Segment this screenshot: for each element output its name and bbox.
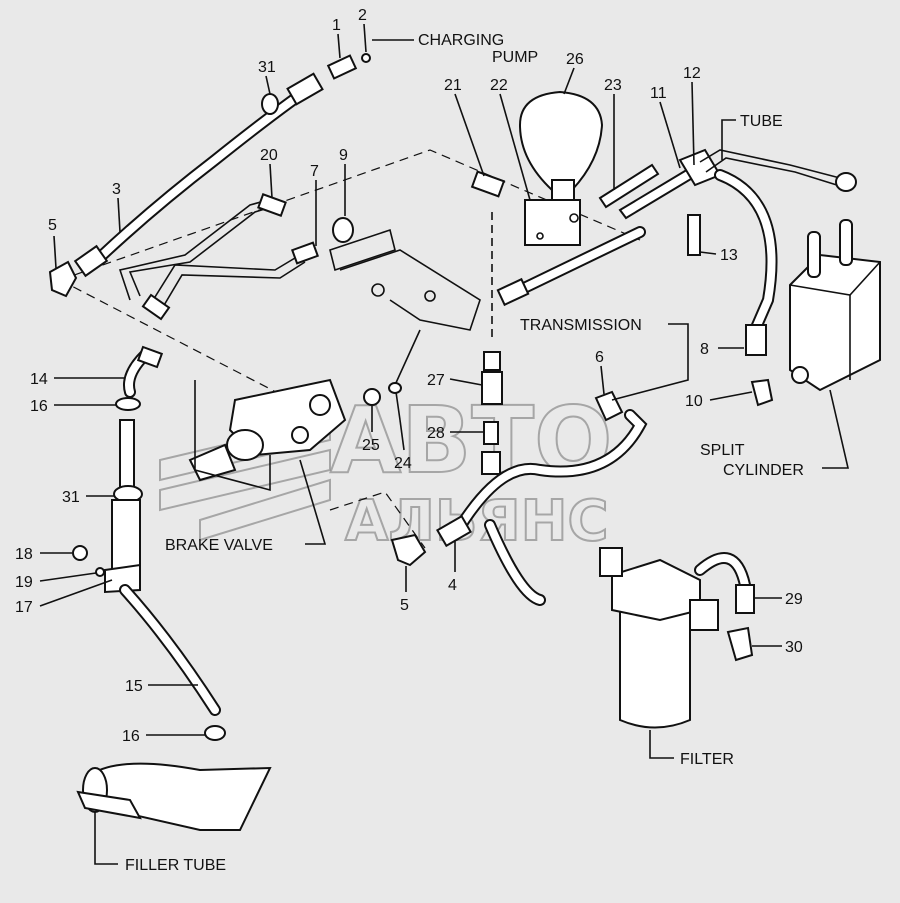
callout-15: 15 [125, 678, 143, 695]
clamp-31-top [261, 93, 279, 115]
callout-7: 7 [310, 163, 319, 180]
callout-17: 17 [15, 599, 33, 616]
callout-29: 29 [785, 591, 803, 608]
label-split: SPLIT [700, 442, 745, 459]
callout-8: 8 [700, 341, 709, 358]
callouts: 1 2 3 4 5 5 6 7 8 9 10 11 12 13 14 15 16 [15, 7, 803, 745]
callout-13: 13 [720, 247, 738, 264]
callout-22: 22 [490, 77, 508, 94]
filler-assembly [72, 345, 272, 831]
label-transmission: TRANSMISSION [520, 317, 642, 334]
callout-2: 2 [358, 7, 367, 24]
label-filler-tube: FILLER TUBE [125, 857, 226, 874]
nut-9 [332, 217, 354, 243]
callout-25: 25 [362, 437, 380, 454]
label-filter: FILTER [680, 751, 734, 768]
filter [599, 547, 755, 729]
label-pump: PUMP [492, 49, 538, 66]
callout-5-bottom: 5 [400, 597, 409, 614]
callout-24: 24 [394, 455, 412, 472]
brake-valve [188, 378, 347, 492]
dash-elbow-5 [329, 491, 426, 549]
callout-3: 3 [112, 181, 121, 198]
callout-26: 26 [566, 51, 584, 68]
label-brake-valve: BRAKE VALVE [165, 537, 273, 554]
fitting-stack [481, 351, 503, 475]
callout-19: 19 [15, 574, 33, 591]
callout-27: 27 [427, 372, 445, 389]
label-tube: TUBE [740, 113, 783, 130]
callout-4: 4 [448, 577, 457, 594]
callout-20: 20 [260, 147, 278, 164]
label-charging: CHARGING [418, 32, 504, 49]
callout-9: 9 [339, 147, 348, 164]
o-ring-2 [361, 53, 371, 63]
split-cylinder [750, 219, 881, 407]
tube-main [699, 149, 857, 356]
fitting-1 [326, 54, 358, 80]
callout-12: 12 [683, 65, 701, 82]
callout-28: 28 [427, 425, 445, 442]
callout-1: 1 [332, 17, 341, 34]
label-cylinder: CYLINDER [723, 462, 804, 479]
hose-3 [73, 72, 324, 278]
elbow-5-bottom [390, 533, 427, 567]
hose-4 [436, 390, 648, 606]
callout-31-bottom: 31 [62, 489, 80, 506]
charging-pump-assembly [470, 90, 722, 340]
callout-21: 21 [444, 77, 462, 94]
elbow-5-top [48, 260, 78, 298]
callout-11: 11 [650, 85, 667, 102]
nut-25 [363, 388, 381, 406]
hose-to-transmission [496, 226, 646, 307]
callout-18: 18 [15, 546, 33, 563]
callout-10: 10 [685, 393, 703, 410]
callout-6: 6 [595, 349, 604, 366]
callout-16-bottom: 16 [122, 728, 140, 745]
callout-5-top: 5 [48, 217, 57, 234]
tube-20 [118, 193, 320, 321]
callout-30: 30 [785, 639, 803, 656]
washer-24 [388, 382, 402, 394]
callout-31-top: 31 [258, 59, 276, 76]
callout-23: 23 [604, 77, 622, 94]
callout-16-top: 16 [30, 398, 48, 415]
callout-14: 14 [30, 371, 48, 388]
